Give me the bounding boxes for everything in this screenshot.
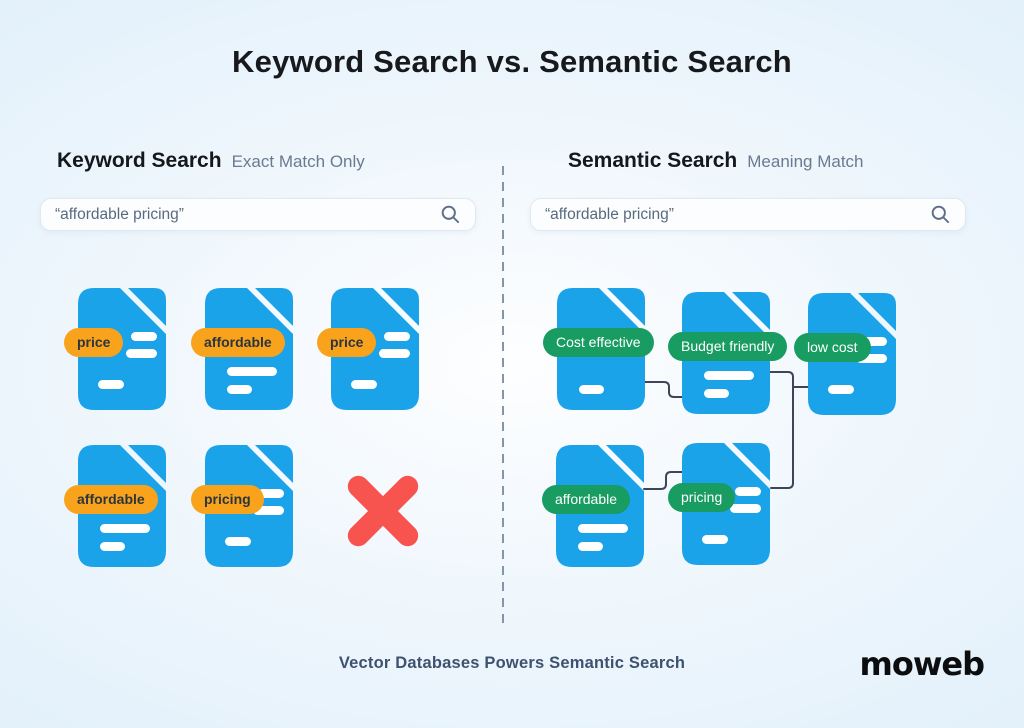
text-line	[131, 332, 157, 341]
text-line	[704, 389, 729, 398]
document-card: pricing	[668, 443, 770, 565]
document-card: Cost effective	[543, 288, 654, 410]
tag-label: price	[317, 328, 377, 357]
text-line	[258, 489, 284, 498]
text-line	[704, 371, 754, 380]
magnifier-icon	[441, 205, 460, 224]
text-line	[578, 542, 603, 551]
tag-label: affordable	[542, 485, 631, 514]
semantic-heading: Semantic Search	[568, 149, 738, 172]
text-line	[98, 380, 124, 389]
document-card: price	[317, 288, 419, 410]
document-icon	[78, 288, 166, 410]
text-line	[578, 524, 628, 533]
tag-label: pricing	[191, 485, 264, 514]
text-line	[100, 524, 150, 533]
keyword-panel-header: Keyword Search Exact Match Only	[57, 149, 365, 173]
tag-label: Budget friendly	[668, 332, 788, 361]
keyword-heading: Keyword Search	[57, 149, 222, 172]
keyword-search-query: “affordable pricing”	[55, 205, 184, 223]
tag-label: affordable	[191, 328, 285, 357]
semantic-search-query: “affordable pricing”	[545, 205, 674, 223]
footer-caption: Vector Databases Powers Semantic Search	[338, 654, 686, 672]
tag-label: affordable	[64, 485, 158, 514]
text-line	[351, 380, 377, 389]
semantic-search-input[interactable]: “affordable pricing”	[530, 198, 966, 231]
magnifier-icon	[931, 205, 950, 224]
text-line	[379, 349, 410, 358]
tag-label: Cost effective	[543, 328, 654, 357]
document-card: Budget friendly	[668, 292, 788, 414]
tag-label: pricing	[668, 483, 736, 512]
text-line	[856, 354, 887, 363]
document-card: pricing	[191, 445, 293, 567]
document-card: low cost	[794, 293, 896, 415]
tag-label: price	[64, 328, 124, 357]
text-line	[702, 535, 728, 544]
page-title: Keyword Search vs. Semantic Search	[232, 44, 792, 79]
text-line	[384, 332, 410, 341]
document-icon	[331, 288, 419, 410]
text-line	[225, 537, 251, 546]
keyword-subheading: Exact Match Only	[231, 152, 365, 171]
document-card: price	[64, 288, 166, 410]
text-line	[126, 349, 157, 358]
text-line	[253, 506, 284, 515]
text-line	[227, 385, 252, 394]
text-line	[735, 487, 761, 496]
tag-label: low cost	[794, 333, 871, 362]
brand-logo: moweb	[859, 645, 985, 683]
text-line	[730, 504, 761, 513]
text-line	[861, 337, 887, 346]
document-card: affordable	[542, 445, 644, 567]
x-mark-no-match-icon	[347, 475, 419, 547]
text-line	[579, 385, 604, 394]
keyword-search-input[interactable]: “affordable pricing”	[40, 198, 476, 231]
text-line	[227, 367, 277, 376]
text-line	[100, 542, 125, 551]
panel-divider-dashed-line	[502, 166, 504, 625]
semantic-subheading: Meaning Match	[747, 152, 864, 171]
semantic-panel-header: Semantic Search Meaning Match	[568, 149, 864, 173]
text-line	[828, 385, 854, 394]
document-card: affordable	[191, 288, 293, 410]
document-card: affordable	[64, 445, 166, 567]
